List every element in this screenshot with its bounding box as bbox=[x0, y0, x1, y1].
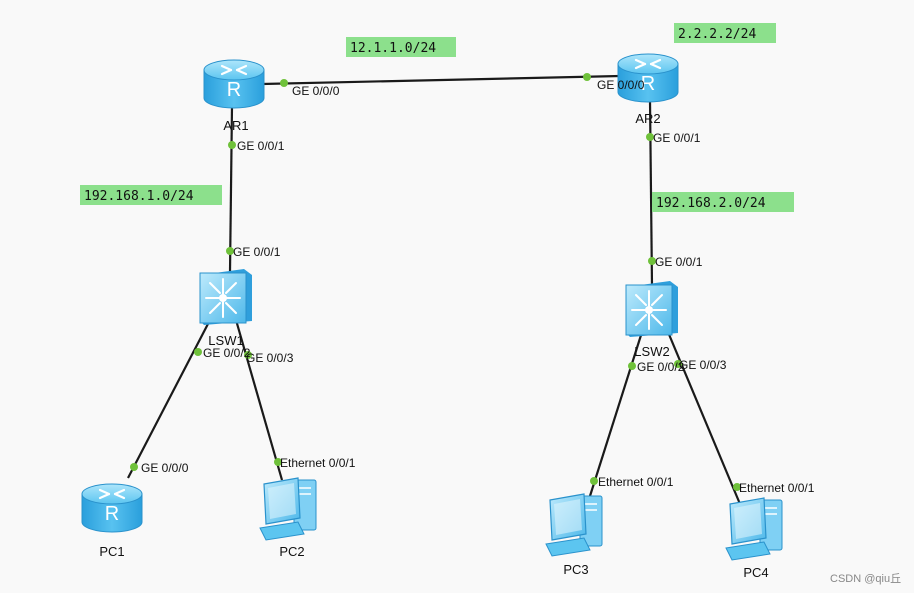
port-label-pc3-eth: Ethernet 0/0/1 bbox=[598, 475, 674, 489]
network-label-text: 192.168.1.0/24 bbox=[84, 189, 194, 204]
switch-icon bbox=[625, 280, 679, 338]
link-ar1-lsw1 bbox=[228, 105, 234, 273]
network-label-2222: 2.2.2.2/24 bbox=[674, 23, 776, 43]
switch-lsw2[interactable] bbox=[625, 280, 679, 338]
port-labels: GE 0/0/0 GE 0/0/0 GE 0/0/1 GE 0/0/1 GE 0… bbox=[141, 78, 815, 495]
router-ar1[interactable] bbox=[202, 58, 266, 110]
device-label-pc4: PC4 bbox=[743, 565, 768, 580]
port-label-lsw1-ge001: GE 0/0/1 bbox=[233, 245, 281, 259]
port-dot bbox=[628, 362, 636, 370]
device-label-lsw1: LSW1 bbox=[208, 333, 243, 348]
port-dot bbox=[244, 351, 252, 359]
port-dot bbox=[646, 133, 654, 141]
port-label-ar1-ge001: GE 0/0/1 bbox=[237, 139, 285, 153]
network-label-192-168-1: 192.168.1.0/24 bbox=[80, 185, 222, 205]
port-label-lsw1-ge002: GE 0/0/2 bbox=[203, 346, 251, 360]
device-label-pc3: PC3 bbox=[563, 562, 588, 577]
device-label-lsw2: LSW2 bbox=[634, 344, 669, 359]
port-label-lsw2-ge003: GE 0/0/3 bbox=[679, 358, 727, 372]
link-lsw2-pc3 bbox=[588, 331, 644, 497]
device-label-pc2: PC2 bbox=[279, 544, 304, 559]
device-label-ar1: AR1 bbox=[223, 118, 248, 133]
router-pc1[interactable] bbox=[80, 482, 144, 534]
port-dot bbox=[226, 247, 234, 255]
port-label-pc4-eth: Ethernet 0/0/1 bbox=[739, 481, 815, 495]
port-dot bbox=[733, 483, 741, 491]
pc-pc4[interactable] bbox=[725, 497, 783, 561]
switch-icon bbox=[199, 268, 253, 326]
network-label-12: 12.1.1.0/24 bbox=[346, 37, 456, 57]
port-dot bbox=[583, 73, 591, 81]
port-dot bbox=[280, 79, 288, 87]
pc-icon bbox=[725, 497, 783, 561]
device-label-ar2: AR2 bbox=[635, 111, 660, 126]
port-dot bbox=[274, 458, 282, 466]
router-icon bbox=[80, 482, 144, 534]
port-label-lsw2-ge002: GE 0/0/2 bbox=[637, 360, 685, 374]
router-icon bbox=[202, 58, 266, 110]
pc-pc3[interactable] bbox=[545, 493, 603, 557]
port-label-pc1-ge000: GE 0/0/0 bbox=[141, 461, 189, 475]
port-dot bbox=[590, 477, 598, 485]
port-label-ar2-ge001: GE 0/0/1 bbox=[653, 131, 701, 145]
port-dot bbox=[130, 463, 138, 471]
port-label-ar2-ge000: GE 0/0/0 bbox=[597, 78, 645, 92]
link-ar1-ar2 bbox=[261, 74, 621, 86]
port-dot bbox=[648, 257, 656, 265]
port-label-lsw1-ge003: GE 0/0/3 bbox=[246, 351, 294, 365]
port-label-ar1-ge000: GE 0/0/0 bbox=[292, 84, 340, 98]
network-label-text: 192.168.2.0/24 bbox=[656, 196, 766, 211]
pc-pc2[interactable] bbox=[259, 477, 317, 541]
port-dots bbox=[130, 73, 741, 491]
port-dot bbox=[194, 348, 202, 356]
link-ar2-lsw2 bbox=[648, 99, 654, 287]
device-label-pc1: PC1 bbox=[99, 544, 124, 559]
port-label-pc2-eth: Ethernet 0/0/1 bbox=[280, 456, 356, 470]
pc-icon bbox=[545, 493, 603, 557]
link-lsw1-pc1 bbox=[127, 319, 211, 479]
network-label-192-168-2: 192.168.2.0/24 bbox=[652, 192, 794, 212]
port-label-lsw2-ge001: GE 0/0/1 bbox=[655, 255, 703, 269]
pc-icon bbox=[259, 477, 317, 541]
network-label-text: 2.2.2.2/24 bbox=[678, 27, 756, 42]
network-label-text: 12.1.1.0/24 bbox=[350, 41, 436, 56]
port-dot bbox=[674, 360, 682, 368]
link-lsw1-pc2 bbox=[234, 319, 284, 481]
port-dot bbox=[228, 141, 236, 149]
watermark: CSDN @qiu丘 bbox=[830, 572, 901, 585]
switch-lsw1[interactable] bbox=[199, 268, 253, 326]
